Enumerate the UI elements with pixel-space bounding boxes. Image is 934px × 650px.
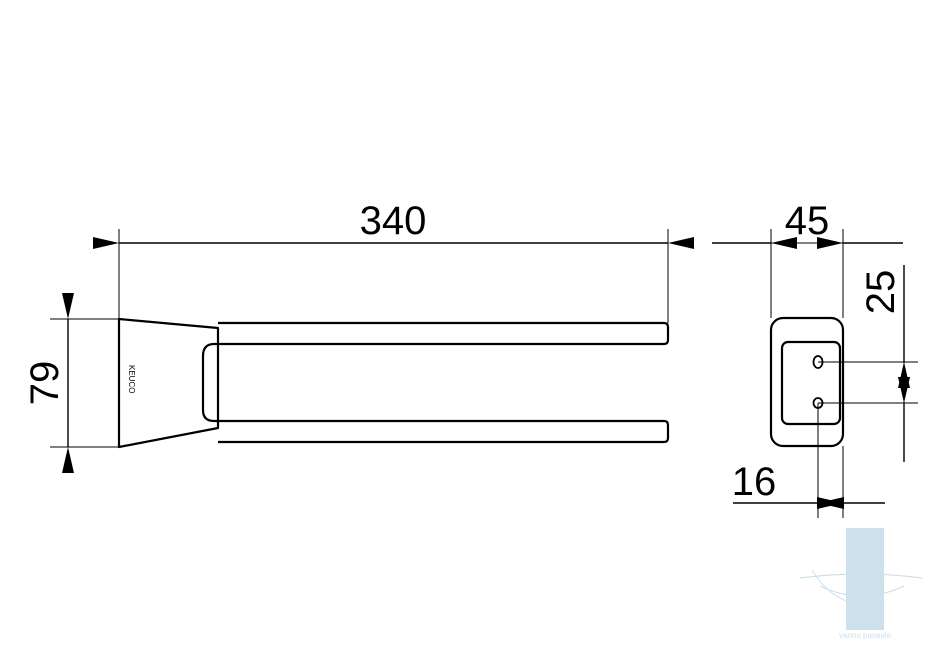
dim-height: 79: [23, 293, 74, 473]
side-outer-plate: [769, 316, 845, 448]
front-extension-lines: [50, 229, 669, 448]
dim-depth: 45: [712, 199, 903, 249]
side-view: [769, 316, 845, 448]
dim-hole-spacing: 25: [859, 265, 910, 462]
watermark-logo: vannu pasaule: [799, 528, 923, 640]
bottom-arm: [218, 419, 670, 444]
u-connector: [201, 342, 218, 423]
side-inner-plate: [780, 340, 842, 426]
dim-hole-offset: 16: [732, 460, 885, 509]
front-view: [117, 317, 670, 449]
wall-base: [117, 317, 220, 449]
dim-hole-offset-label: 16: [732, 460, 777, 504]
dim-depth-label: 45: [785, 199, 830, 243]
watermark-text: vannu pasaule: [839, 631, 892, 640]
top-arm: [218, 321, 670, 346]
dim-length-label: 340: [360, 199, 427, 243]
dim-length: 340: [93, 199, 694, 249]
side-holes: [812, 355, 824, 409]
dim-hole-spacing-label: 25: [859, 270, 903, 315]
dim-height-label: 79: [23, 361, 67, 406]
brand-mark: KEUCO: [127, 365, 136, 393]
